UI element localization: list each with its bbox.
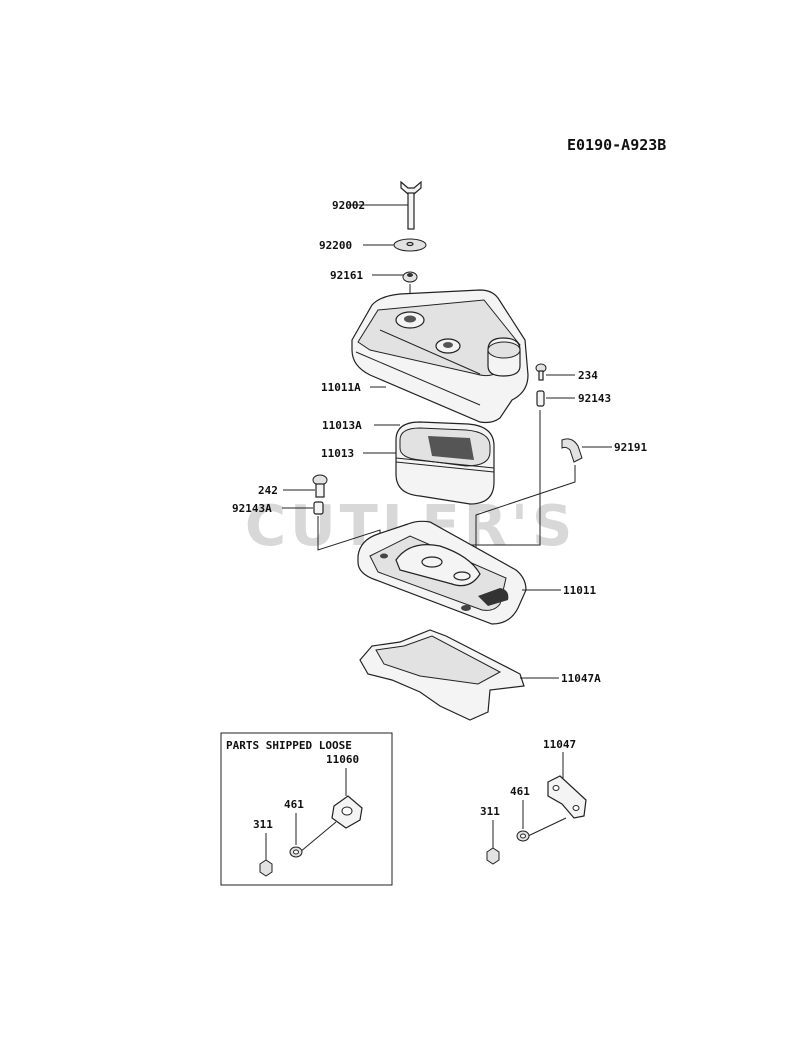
label-92200: 92200: [319, 239, 352, 252]
label-92161: 92161: [330, 269, 363, 282]
leader-92191-path: [475, 465, 576, 560]
part-311-nut-right: [486, 847, 500, 865]
part-11047-bracket: [547, 775, 587, 819]
leader-11060-link: [299, 821, 337, 853]
label-311-right: 311: [480, 805, 500, 818]
label-461-box: 461: [284, 798, 304, 811]
label-461-right: 461: [510, 785, 530, 798]
label-242: 242: [258, 484, 278, 497]
part-92002-wing-bolt: [400, 180, 422, 230]
label-11047A: 11047A: [561, 672, 601, 685]
label-92143: 92143: [578, 392, 611, 405]
part-461-washer-right: [516, 830, 530, 842]
loose-box-title: PARTS SHIPPED LOOSE: [226, 739, 352, 752]
label-11013A: 11013A: [322, 419, 362, 432]
part-311-nut-box: [259, 859, 273, 877]
loose-parts-box: [220, 732, 393, 886]
label-11011A: 11011A: [321, 381, 361, 394]
leader-11047-link: [527, 817, 567, 837]
label-92143A: 92143A: [232, 502, 272, 515]
part-234-screw: [535, 363, 547, 381]
part-92143-collar: [536, 390, 545, 407]
part-11013-air-filter: [395, 421, 495, 505]
part-11047A-plate: [359, 629, 525, 721]
label-234: 234: [578, 369, 598, 382]
label-11013: 11013: [321, 447, 354, 460]
part-11060-gasket: [331, 795, 363, 829]
diagram-code: E0190-A923B: [567, 136, 666, 154]
part-92200-washer: [393, 238, 427, 252]
part-92191-tube: [561, 438, 583, 463]
part-461-washer-box: [289, 846, 303, 858]
label-11047: 11047: [543, 738, 576, 751]
label-92191: 92191: [614, 441, 647, 454]
part-92161-grommet: [402, 271, 418, 283]
label-92002: 92002: [332, 199, 365, 212]
label-11060: 11060: [326, 753, 359, 766]
part-11011-base: [357, 520, 527, 625]
part-92143A-collar: [313, 501, 324, 515]
part-11011A-cover: [351, 289, 529, 424]
label-311-box: 311: [253, 818, 273, 831]
part-242-bolt: [312, 474, 328, 498]
label-11011: 11011: [563, 584, 596, 597]
